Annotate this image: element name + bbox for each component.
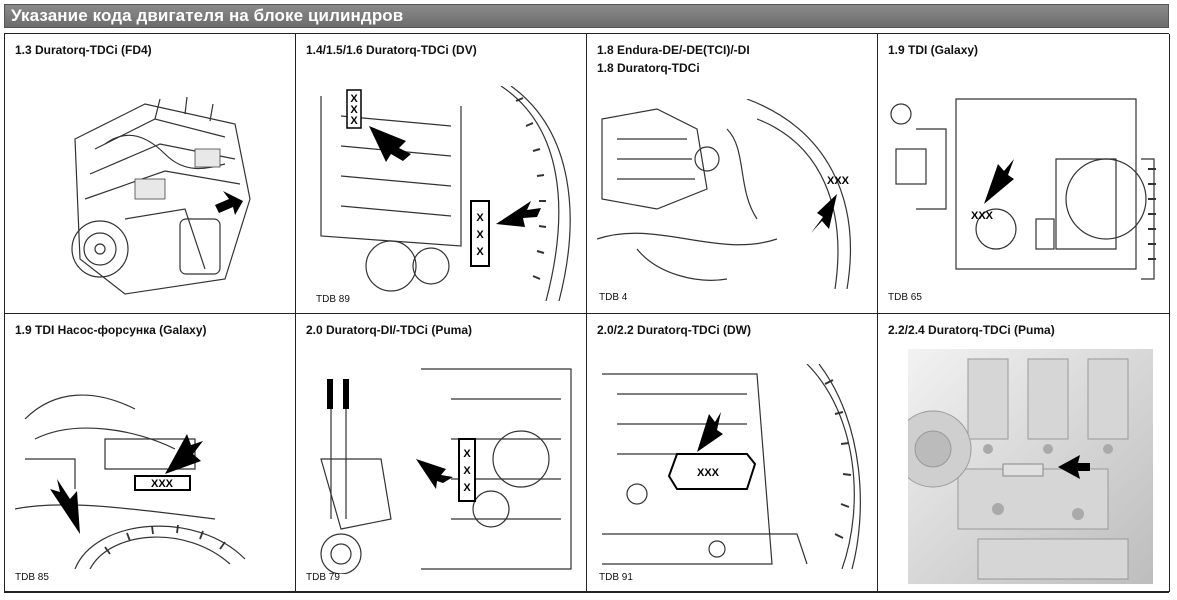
arrow-marker bbox=[496, 201, 541, 227]
svg-text:X: X bbox=[463, 448, 471, 460]
engine-photo-render bbox=[908, 349, 1153, 584]
arrow-marker bbox=[416, 459, 453, 489]
figure-code: TDB 89 bbox=[316, 294, 350, 305]
code-label: XXX bbox=[971, 210, 994, 222]
arrow-marker bbox=[811, 194, 837, 233]
arrow-marker bbox=[165, 434, 203, 474]
svg-text:X: X bbox=[476, 229, 484, 241]
svg-text:X: X bbox=[476, 212, 484, 224]
block-illustration: X X X X X X bbox=[311, 86, 581, 301]
svg-text:XXX: XXX bbox=[697, 467, 720, 479]
panel-1-9-tdi: 1.9 TDI (Galaxy) XXX bbox=[878, 34, 1170, 314]
panel-title: 1.8 Endura-DE/-DE(TCI)/-DI 1.8 Duratorq-… bbox=[597, 43, 750, 75]
svg-text:X: X bbox=[463, 465, 471, 477]
code-label: XXX bbox=[151, 478, 174, 490]
engine-illustration bbox=[35, 79, 275, 309]
panel-title: 1.4/1.5/1.6 Duratorq-TDCi (DV) bbox=[306, 43, 477, 57]
engine-code-grid: 1.3 Duratorq-TDCi (FD4) bbox=[4, 33, 1170, 593]
page-title-bar: Указание кода двигателя на блоке цилиндр… bbox=[4, 4, 1169, 28]
panel-2-2-puma: 2.2/2.4 Duratorq-TDCi (Puma) bbox=[878, 314, 1170, 592]
figure-code: TDB 85 bbox=[15, 572, 49, 583]
panel-title: 1.3 Duratorq-TDCi (FD4) bbox=[15, 43, 152, 57]
svg-text:X: X bbox=[350, 93, 358, 105]
panel-1-8-endura: 1.8 Endura-DE/-DE(TCI)/-DI 1.8 Duratorq-… bbox=[587, 34, 878, 314]
arrow-marker bbox=[984, 159, 1014, 204]
svg-text:X: X bbox=[350, 104, 358, 116]
block-illustration: X X X bbox=[301, 359, 581, 574]
block-illustration: XXX bbox=[15, 359, 280, 569]
figure-code: TDB 91 bbox=[599, 572, 633, 583]
svg-text:X: X bbox=[350, 115, 358, 127]
panel-title: 2.0/2.2 Duratorq-TDCi (DW) bbox=[597, 323, 752, 337]
panel-2-0-puma: 2.0 Duratorq-DI/-TDCi (Puma) X X bbox=[296, 314, 587, 592]
arrow-marker bbox=[1058, 455, 1090, 479]
panel-2-0-dw: 2.0/2.2 Duratorq-TDCi (DW) XXX bbox=[587, 314, 878, 592]
figure-code: TDB 4 bbox=[599, 292, 628, 303]
block-illustration: XXX bbox=[597, 364, 867, 569]
arrow-marker bbox=[369, 126, 411, 162]
svg-text:X: X bbox=[476, 246, 484, 258]
arrow-marker bbox=[697, 412, 723, 452]
panel-title: 1.9 TDI Насос-форсунка (Galaxy) bbox=[15, 323, 207, 337]
arrow-marker bbox=[215, 191, 243, 215]
block-illustration: XXX bbox=[597, 99, 867, 289]
code-label: XXX bbox=[827, 175, 850, 187]
panel-title: 2.2/2.4 Duratorq-TDCi (Puma) bbox=[888, 323, 1055, 337]
panel-title: 1.9 TDI (Galaxy) bbox=[888, 43, 979, 57]
panel-1-9-tdi-pd: 1.9 TDI Насос-форсунка (Galaxy) XXX bbox=[5, 314, 296, 592]
svg-text:X: X bbox=[463, 482, 471, 494]
figure-code: TDB 79 bbox=[306, 572, 340, 583]
panel-1-4-dv: 1.4/1.5/1.6 Duratorq-TDCi (DV) X X X bbox=[296, 34, 587, 314]
block-illustration: XXX bbox=[886, 89, 1161, 289]
figure-code: TDB 65 bbox=[888, 292, 922, 303]
panel-title: 2.0 Duratorq-DI/-TDCi (Puma) bbox=[306, 323, 473, 337]
arrow-marker bbox=[50, 479, 80, 534]
panel-1-3-fd4: 1.3 Duratorq-TDCi (FD4) bbox=[5, 34, 296, 314]
page-title: Указание кода двигателя на блоке цилиндр… bbox=[11, 6, 404, 25]
